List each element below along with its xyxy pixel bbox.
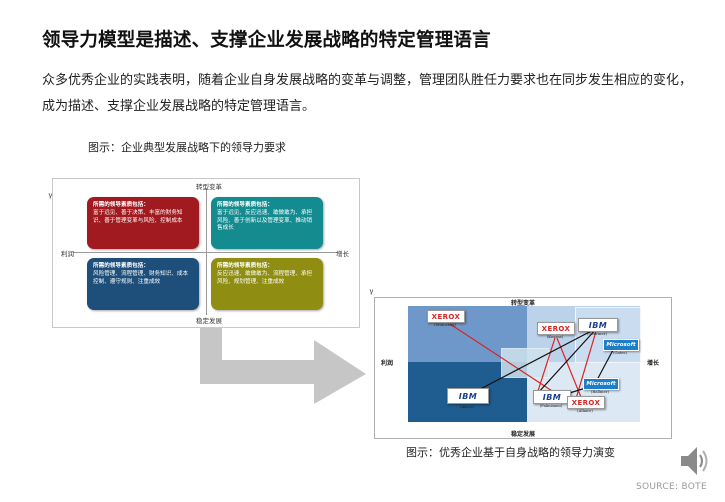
figure1-caption: 图示：企业典型发展战略下的领导力要求 bbox=[88, 141, 286, 154]
link-mark-icon: ᵞ bbox=[48, 190, 53, 204]
figure2-caption: 图示：优秀企业基于自身战略的领导力演变 bbox=[406, 446, 615, 459]
microsoft-logo: Microsoft bbox=[603, 339, 639, 351]
quadrant-bottom-left: 所需的领导素质包括： 风险管理、流程管理、财务知识、成本控制、遵守规则、注重成效 bbox=[87, 258, 199, 310]
leader-name: (Mulcahey) bbox=[434, 322, 456, 327]
leader-name: (Gerstner) bbox=[586, 331, 608, 336]
axis-label-bottom: 稳定发展 bbox=[511, 431, 536, 438]
quadrant-heading: 所需的领导素质包括： bbox=[217, 202, 273, 208]
ibm-logo: IBM bbox=[447, 388, 489, 404]
quadrant-top-right: 所需的领导素质包括： 富于远见、反应迅速、敢做敢为、承担风险、善于创新以及管理变… bbox=[211, 197, 323, 249]
microsoft-logo: Microsoft bbox=[583, 378, 619, 390]
figure2-leadership-evolution-chart: 转型变革 稳定发展 利润 增长 XEROX (Mulcahey) XEROX (… bbox=[374, 297, 672, 439]
quadrant-text: 富于远见、善于决策、丰富的财务知识、善于管理变革与风险、控制成本 bbox=[93, 210, 183, 224]
quadrant-heading: 所需的领导素质包括： bbox=[217, 263, 273, 269]
axis-label-left: 利润 bbox=[61, 250, 74, 258]
ibm-logo: IBM bbox=[533, 390, 571, 404]
quadrant-top-left: 所需的领导素质包括： 富于远见、善于决策、丰富的财务知识、善于管理变革与风险、控… bbox=[87, 197, 199, 249]
intro-paragraph: 众多优秀企业的实践表明，随着企业自身发展战略的变革与调整，管理团队胜任力要求也在… bbox=[42, 73, 693, 114]
axis-label-left: 利润 bbox=[381, 360, 394, 367]
ibm-logo: IBM bbox=[578, 318, 618, 332]
leader-name: (Allaire) bbox=[577, 408, 593, 413]
quadrant-bottom-right: 所需的领导素质包括： 反应迅速、敢做敢为、流程管理、承担风险、规划管理、注重成效 bbox=[211, 258, 323, 310]
xerox-logo: XEROX bbox=[567, 396, 605, 409]
leader-name: (Akers) bbox=[459, 404, 475, 409]
horizontal-axis-line bbox=[73, 252, 337, 253]
transition-arrow-icon bbox=[200, 328, 366, 404]
page-title: 领导力模型是描述、支撑企业发展战略的特定管理语言 bbox=[42, 30, 491, 51]
axis-label-right: 增长 bbox=[647, 360, 660, 367]
axis-label-top: 转型变革 bbox=[196, 183, 222, 191]
leader-name: (Kearns) bbox=[546, 334, 564, 339]
source-label: SOURCE: BOTE bbox=[636, 482, 707, 492]
axis-label-top: 转型变革 bbox=[511, 300, 536, 307]
connection-lines bbox=[449, 323, 614, 407]
axis-label-right: 增长 bbox=[336, 250, 349, 258]
quadrant-heading: 所需的领导素质包括： bbox=[93, 263, 149, 269]
highlight-tile bbox=[575, 307, 641, 363]
quadrant-text: 反应迅速、敢做敢为、流程管理、承担风险、规划管理、注重成效 bbox=[217, 271, 313, 285]
speaker-icon[interactable] bbox=[679, 444, 711, 478]
xerox-logo: XEROX bbox=[537, 322, 575, 335]
quadrant-text: 风险管理、流程管理、财务知识、成本控制、遵守规则、注重成效 bbox=[93, 271, 189, 285]
xerox-logo: XEROX bbox=[427, 310, 465, 323]
link-mark-icon: ᵞ bbox=[369, 286, 374, 300]
quadrant-heading: 所需的领导素质包括： bbox=[93, 202, 149, 208]
leader-name: (Palmisano) bbox=[539, 403, 563, 408]
quadrant-text: 富于远见、反应迅速、敢做敢为、承担风险、善于创新以及管理变革、推动销售成长 bbox=[217, 210, 313, 232]
leader-name: (Ballmer) bbox=[590, 389, 610, 394]
leader-name: (Gates) bbox=[613, 350, 627, 355]
figure1-quadrant-chart: 转型变革 稳定发展 利润 增长 所需的领导素质包括： 富于远见、善于决策、丰富的… bbox=[52, 178, 360, 328]
axis-label-bottom: 稳定发展 bbox=[196, 317, 222, 325]
